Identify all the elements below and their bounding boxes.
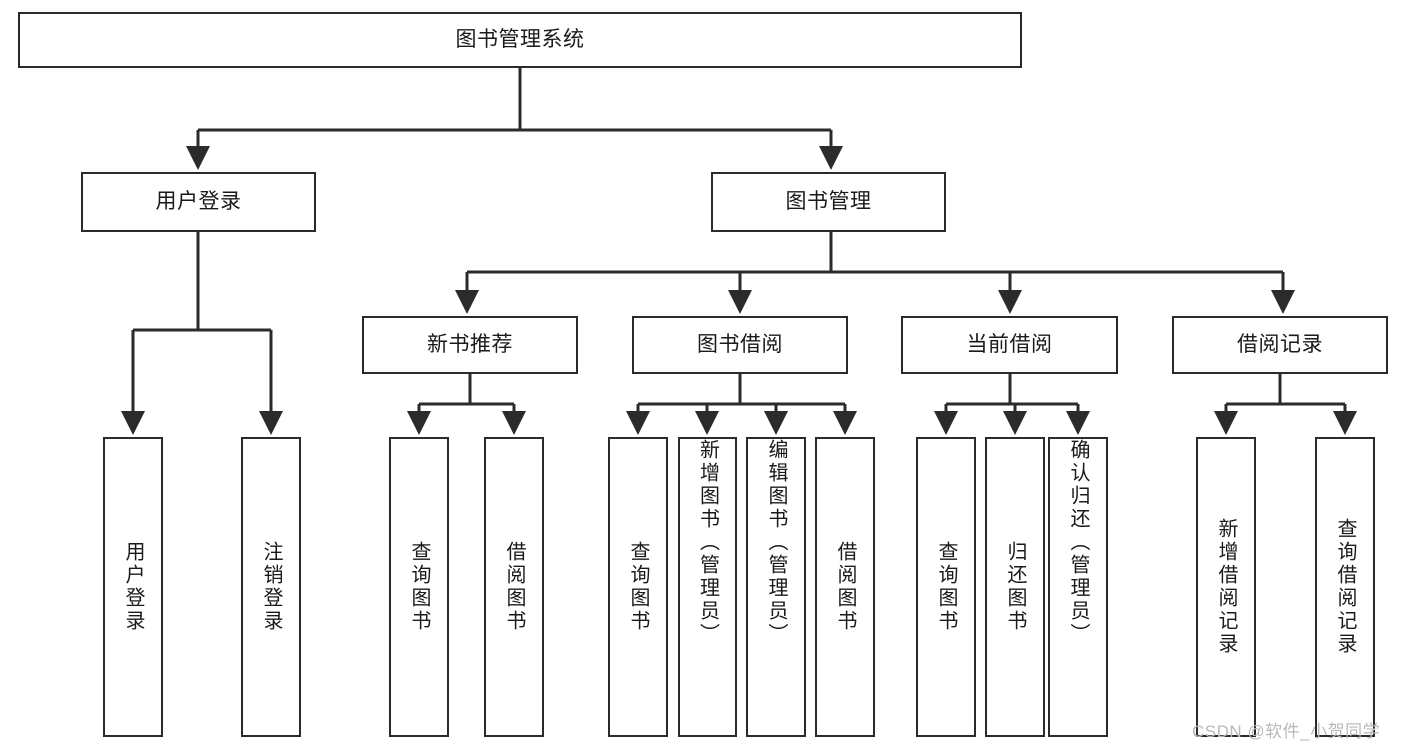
leaf-query-book-2-label: 查询图书	[627, 541, 649, 633]
leaf-user-login-label: 用户登录	[122, 541, 144, 633]
leaf-add-borrow-record[interactable]: 新增借阅记录	[1196, 437, 1256, 737]
node-root-label: 图书管理系统	[455, 28, 585, 52]
leaf-confirm-return-admin[interactable]: 确认归还（管理员）	[1048, 437, 1108, 737]
leaf-query-book-1-label: 查询图书	[408, 541, 430, 633]
csdn-watermark: CSDN @软件_小贺同学	[1192, 722, 1381, 741]
node-book-management-label: 图书管理	[785, 190, 872, 214]
leaf-query-borrow-record[interactable]: 查询借阅记录	[1315, 437, 1375, 737]
leaf-edit-book-admin[interactable]: 编辑图书（管理员）	[746, 437, 806, 737]
node-user-login-label: 用户登录	[155, 190, 242, 214]
leaf-query-book-2[interactable]: 查询图书	[608, 437, 668, 737]
leaf-borrow-book-1[interactable]: 借阅图书	[484, 437, 544, 737]
leaf-logout-label: 注销登录	[260, 541, 282, 633]
leaf-borrow-book-2-label: 借阅图书	[834, 541, 856, 633]
leaf-add-book-admin[interactable]: 新增图书（管理员）	[678, 437, 737, 737]
leaf-query-book-1[interactable]: 查询图书	[389, 437, 449, 737]
node-book-management[interactable]: 图书管理	[711, 172, 946, 232]
node-user-login[interactable]: 用户登录	[81, 172, 316, 232]
node-current-borrow[interactable]: 当前借阅	[901, 316, 1118, 374]
node-new-book-recommend[interactable]: 新书推荐	[362, 316, 578, 374]
node-book-borrow[interactable]: 图书借阅	[632, 316, 848, 374]
leaf-return-book-label: 归还图书	[1004, 541, 1026, 633]
leaf-return-book[interactable]: 归还图书	[985, 437, 1045, 737]
leaf-confirm-return-admin-label: 确认归还（管理员）	[1067, 439, 1089, 646]
node-borrow-records[interactable]: 借阅记录	[1172, 316, 1388, 374]
node-current-borrow-label: 当前借阅	[966, 333, 1053, 357]
node-new-book-recommend-label: 新书推荐	[427, 333, 513, 357]
leaf-add-borrow-record-label: 新增借阅记录	[1215, 518, 1237, 656]
leaf-query-borrow-record-label: 查询借阅记录	[1334, 518, 1356, 656]
leaf-query-book-3-label: 查询图书	[935, 541, 957, 633]
leaf-query-book-3[interactable]: 查询图书	[916, 437, 976, 737]
leaf-borrow-book-1-label: 借阅图书	[503, 541, 525, 633]
leaf-user-login[interactable]: 用户登录	[103, 437, 163, 737]
node-book-borrow-label: 图书借阅	[697, 333, 783, 357]
leaf-logout[interactable]: 注销登录	[241, 437, 301, 737]
leaf-edit-book-admin-label: 编辑图书（管理员）	[765, 439, 787, 646]
node-borrow-records-label: 借阅记录	[1237, 333, 1323, 357]
node-root[interactable]: 图书管理系统	[18, 12, 1022, 68]
leaf-borrow-book-2[interactable]: 借阅图书	[815, 437, 875, 737]
leaf-add-book-admin-label: 新增图书（管理员）	[696, 439, 719, 646]
